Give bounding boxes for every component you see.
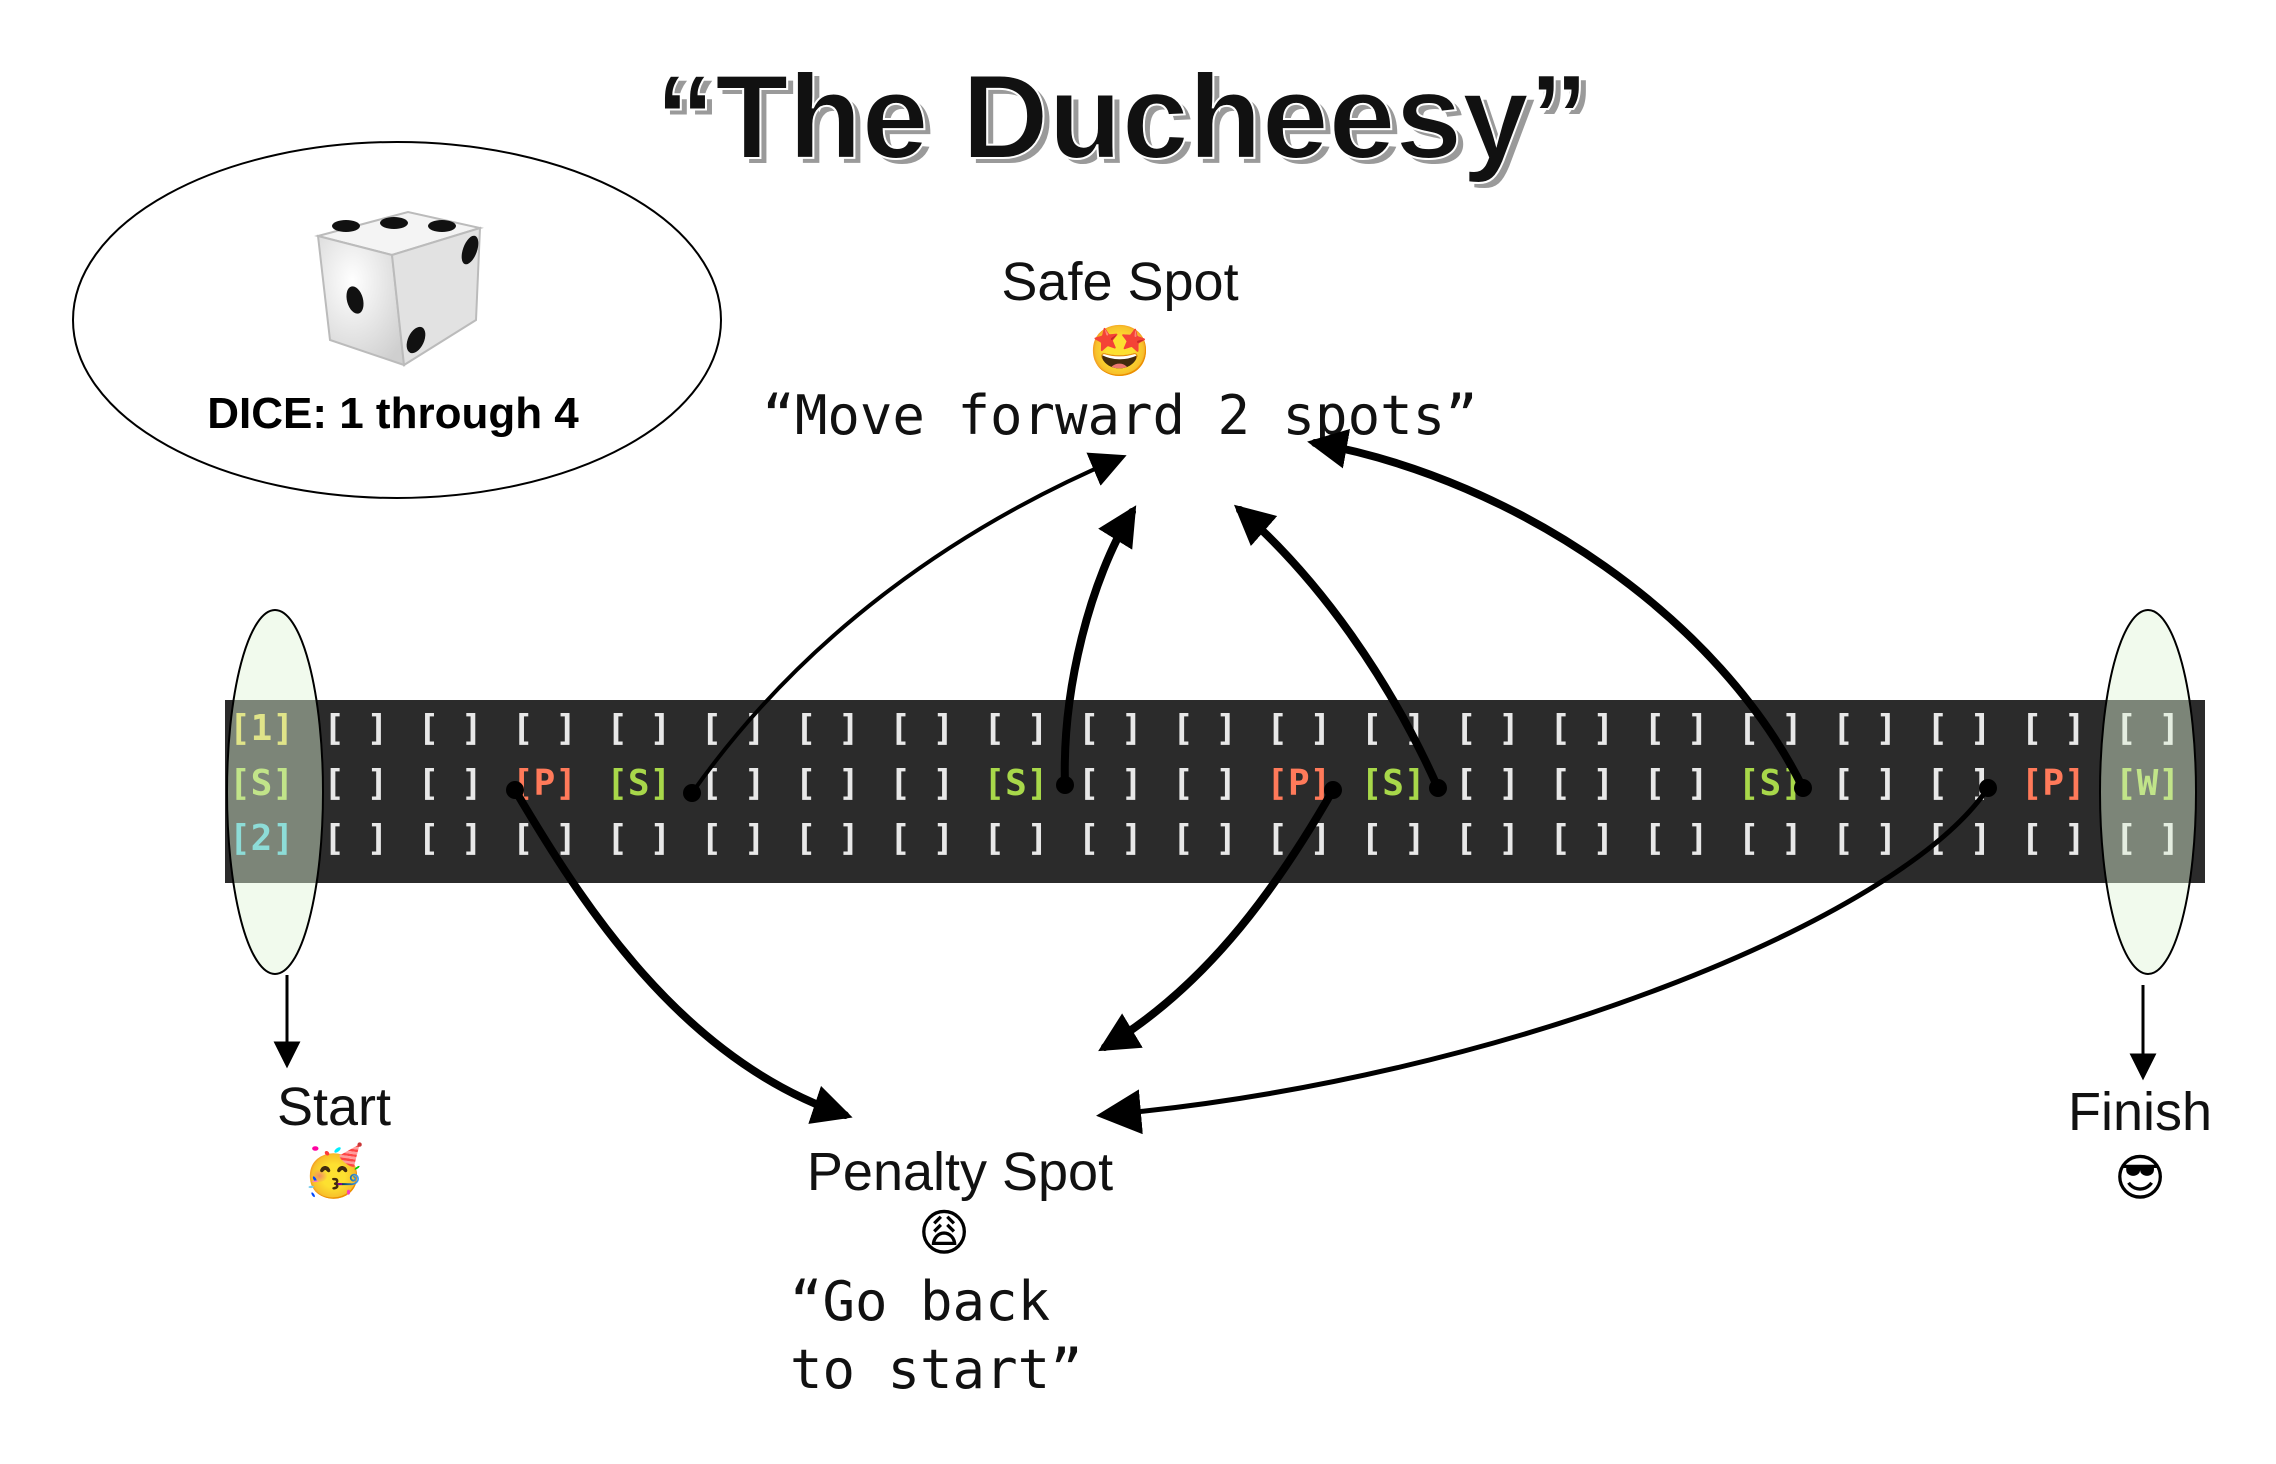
board-cell: [S]	[606, 763, 671, 804]
board-cell: [ ]	[418, 818, 483, 859]
penalty-arrows	[511, 785, 1991, 1135]
board-cell: [ ]	[1926, 708, 1991, 749]
board-cell: [ ]	[1266, 708, 1331, 749]
board-cell: [ ]	[606, 708, 671, 749]
board-cell: [ ]	[1644, 763, 1709, 804]
board-cell: [ ]	[889, 818, 954, 859]
board-cell: [ ]	[1172, 708, 1237, 749]
penalty-arrow-3	[1096, 785, 1991, 1135]
safe-spot-label: Safe Spot	[1001, 252, 1238, 312]
board-cell: [ ]	[323, 818, 388, 859]
board-cell: [ ]	[983, 708, 1048, 749]
board-cell: [ ]	[889, 763, 954, 804]
board-cell: [ ]	[418, 708, 483, 749]
board-cell: [ ]	[2115, 708, 2180, 749]
board-cell: [ ]	[1832, 708, 1897, 749]
board-cell: [ ]	[1832, 818, 1897, 859]
star-struck-emoji-icon: 🤩	[1089, 322, 1151, 380]
board-cell: [2]	[229, 818, 294, 859]
board-cell: [ ]	[2115, 818, 2180, 859]
board-cell: [ ]	[1078, 763, 1143, 804]
board-cells: [1] [ ] [ ] [ ] [ ] [ ] [ ] [ ] [ ] [ ] [ ] [ ] [ ] […	[229, 708, 2180, 859]
dice-panel: DICE: 1 through 4	[72, 141, 722, 499]
board-cell: [S]	[1361, 763, 1426, 804]
board-cell: [ ]	[323, 708, 388, 749]
title-shadow: “The Ducheesy”	[661, 55, 1595, 189]
sunglasses-emoji-icon: 😎	[2114, 1149, 2166, 1207]
board-cell: [P]	[1266, 763, 1331, 804]
board-cell: [ ]	[323, 763, 388, 804]
board-cell: [ ]	[983, 818, 1048, 859]
board-cell: [ ]	[1455, 763, 1520, 804]
board-cell: [W]	[2115, 763, 2180, 804]
penalty-rule-line1: “Go back	[790, 1270, 1050, 1333]
finish-label: Finish	[2068, 1082, 2212, 1142]
board-cell: [ ]	[1738, 818, 1803, 859]
board-cell: [ ]	[1644, 818, 1709, 859]
board-cell: [ ]	[2021, 818, 2086, 859]
board-cell: [1]	[229, 708, 294, 749]
board-cell: [S]	[983, 763, 1048, 804]
board-cell: [ ]	[1078, 818, 1143, 859]
safe-spot-rule: “Move forward 2 spots”	[762, 384, 1477, 447]
die-icon	[314, 210, 484, 367]
arrow-origin-dots	[506, 776, 1997, 802]
board-cell: [ ]	[1172, 818, 1237, 859]
board-cell: [ ]	[1832, 763, 1897, 804]
board-cell: [P]	[2021, 763, 2086, 804]
board-cell: [ ]	[1549, 818, 1614, 859]
party-face-emoji-icon: 🥳	[303, 1141, 365, 1200]
start-column-highlight	[226, 609, 324, 975]
board-cell: [ ]	[889, 708, 954, 749]
board-cell: [ ]	[701, 818, 766, 859]
penalty-rule-line2: to start”	[790, 1338, 1083, 1401]
board-cell: [S]	[229, 763, 294, 804]
board-cell: [ ]	[1549, 708, 1614, 749]
board-cell: [ ]	[2021, 708, 2086, 749]
safe-arrow-2	[1060, 505, 1137, 789]
start-label: Start	[277, 1077, 391, 1137]
board-cell: [ ]	[1172, 763, 1237, 804]
finish-column-highlight	[2099, 609, 2197, 975]
board-cell: [ ]	[1455, 818, 1520, 859]
board-cell: [ ]	[795, 708, 860, 749]
board-cell: [ ]	[606, 818, 671, 859]
safe-arrows	[690, 429, 1807, 795]
weary-face-emoji-icon: 😩	[918, 1204, 970, 1262]
dice-label: DICE: 1 through 4	[207, 389, 579, 438]
board-cell: [ ]	[1549, 763, 1614, 804]
safe-arrow-4	[1307, 429, 1807, 792]
board-cell: [ ]	[418, 763, 483, 804]
board-cell: [ ]	[795, 763, 860, 804]
board-cell: [ ]	[1455, 708, 1520, 749]
penalty-spot-label: Penalty Spot	[807, 1142, 1113, 1202]
page-title: “The Ducheesy”	[655, 50, 1589, 184]
safe-arrow-3	[1233, 504, 1442, 792]
board-cell: [ ]	[1078, 708, 1143, 749]
board-cell: [ ]	[1644, 708, 1709, 749]
board-cell: [ ]	[795, 818, 860, 859]
board-cell: [ ]	[1361, 818, 1426, 859]
penalty-arrow-2	[1098, 786, 1337, 1052]
safe-arrow-1	[690, 452, 1127, 795]
board-cell: [ ]	[512, 708, 577, 749]
penalty-arrow-1	[511, 786, 853, 1124]
